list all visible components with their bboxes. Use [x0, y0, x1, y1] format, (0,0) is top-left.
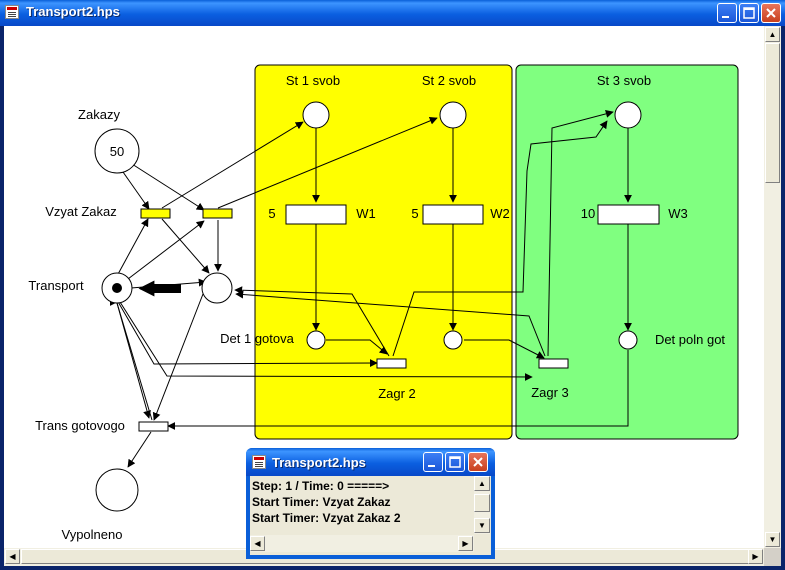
minimize-icon [722, 16, 729, 18]
label-w2: W2 [490, 206, 510, 221]
place-zakazy [94, 128, 140, 174]
delay-w3: 10 [581, 206, 595, 221]
delay-w2: 5 [411, 206, 418, 221]
size-grip[interactable] [764, 548, 781, 566]
place-detpoln [618, 330, 638, 350]
maximize-icon [743, 7, 755, 19]
log-scroll-right-button[interactable]: ▶ [458, 536, 473, 551]
log-vertical-scrollbar[interactable]: ▲ ▼ [474, 476, 490, 534]
place-vypolneno [95, 468, 139, 512]
log-scroll-thumb[interactable] [474, 494, 490, 512]
document-icon [252, 455, 266, 469]
transition-zagr3 [538, 358, 569, 369]
place-det1 [306, 330, 326, 350]
label-det1: Det 1 gotova [220, 331, 294, 346]
log-line: Step: 1 / Time: 0 =====> [252, 479, 390, 493]
log-line: Start Timer: Vzyat Zakaz [252, 495, 391, 509]
transition-trans [138, 421, 169, 432]
minimize-icon [428, 465, 435, 467]
transition-vzyat [140, 208, 171, 219]
scroll-up-button[interactable]: ▲ [765, 27, 780, 42]
arcs-extra [116, 302, 153, 421]
transition-w1 [285, 204, 347, 225]
place-st2 [439, 101, 467, 129]
place-st1 [302, 101, 330, 129]
label-zakazy: Zakazy [78, 107, 120, 122]
petri-net-diagram: 50 Zakazy Vzyat Zakaz Transport St 1 svo… [28, 64, 739, 542]
label-w1: W1 [356, 206, 376, 221]
label-w3: W3 [668, 206, 688, 221]
log-close-button[interactable] [468, 452, 488, 472]
transition-vzyat2 [202, 208, 233, 219]
tokens-zakazy: 50 [110, 144, 124, 159]
transition-w2 [422, 204, 484, 225]
close-icon [473, 457, 483, 467]
label-st1: St 1 svob [286, 73, 340, 88]
close-button[interactable] [761, 3, 781, 23]
label-zagr3: Zagr 3 [531, 385, 569, 400]
log-maximize-button[interactable] [445, 452, 465, 472]
transition-zagr2 [376, 358, 407, 369]
log-minimize-button[interactable] [423, 452, 443, 472]
window-title: Transport2.hps [26, 4, 120, 19]
label-st2: St 2 svob [422, 73, 476, 88]
thick-arc [152, 284, 181, 293]
label-transport: Transport [28, 278, 84, 293]
close-icon [766, 8, 776, 18]
label-trans: Trans gotovogo [35, 418, 125, 433]
label-vzyat: Vzyat Zakaz [45, 204, 117, 219]
scroll-down-button[interactable]: ▼ [765, 532, 780, 547]
log-window-title: Transport2.hps [272, 455, 366, 470]
region-station3 [515, 64, 739, 440]
region-station12 [254, 64, 513, 440]
log-line: Start Timer: Vzyat Zakaz 2 [252, 511, 401, 525]
transition-w3 [597, 204, 660, 225]
label-st3: St 3 svob [597, 73, 651, 88]
scroll-left-button[interactable]: ◀ [5, 549, 20, 564]
scroll-thumb-vertical[interactable] [765, 43, 780, 183]
log-horizontal-scrollbar[interactable]: ◀ ▶ [250, 535, 474, 552]
log-body: Step: 1 / Time: 0 =====> Start Timer: Vz… [250, 476, 491, 555]
maximize-icon [449, 456, 461, 468]
label-zagr2: Zagr 2 [378, 386, 416, 401]
title-bar[interactable]: Transport2.hps [0, 0, 785, 26]
vertical-scrollbar[interactable]: ▲ ▼ [764, 26, 781, 548]
log-title-bar[interactable]: Transport2.hps [246, 448, 495, 476]
log-window: Transport2.hps Step: 1 / Time: 0 =====> … [246, 448, 495, 559]
place-buffer [201, 272, 233, 304]
token-transport [112, 283, 122, 293]
label-detpoln: Det poln got [655, 332, 725, 347]
log-scroll-left-button[interactable]: ◀ [250, 536, 265, 551]
arcs [116, 109, 632, 468]
log-scroll-down-button[interactable]: ▼ [474, 518, 490, 533]
minimize-button[interactable] [717, 3, 737, 23]
label-vypolneno: Vypolneno [62, 527, 123, 542]
maximize-button[interactable] [739, 3, 759, 23]
document-icon [5, 5, 19, 19]
log-text: Step: 1 / Time: 0 =====> Start Timer: Vz… [252, 478, 472, 526]
place-st3 [614, 101, 642, 129]
place-det2 [443, 330, 463, 350]
horizontal-scrollbar[interactable]: ◀ ▶ [4, 548, 764, 566]
log-scroll-up-button[interactable]: ▲ [474, 476, 490, 491]
delay-w1: 5 [268, 206, 275, 221]
scroll-right-button[interactable]: ▶ [748, 549, 763, 564]
